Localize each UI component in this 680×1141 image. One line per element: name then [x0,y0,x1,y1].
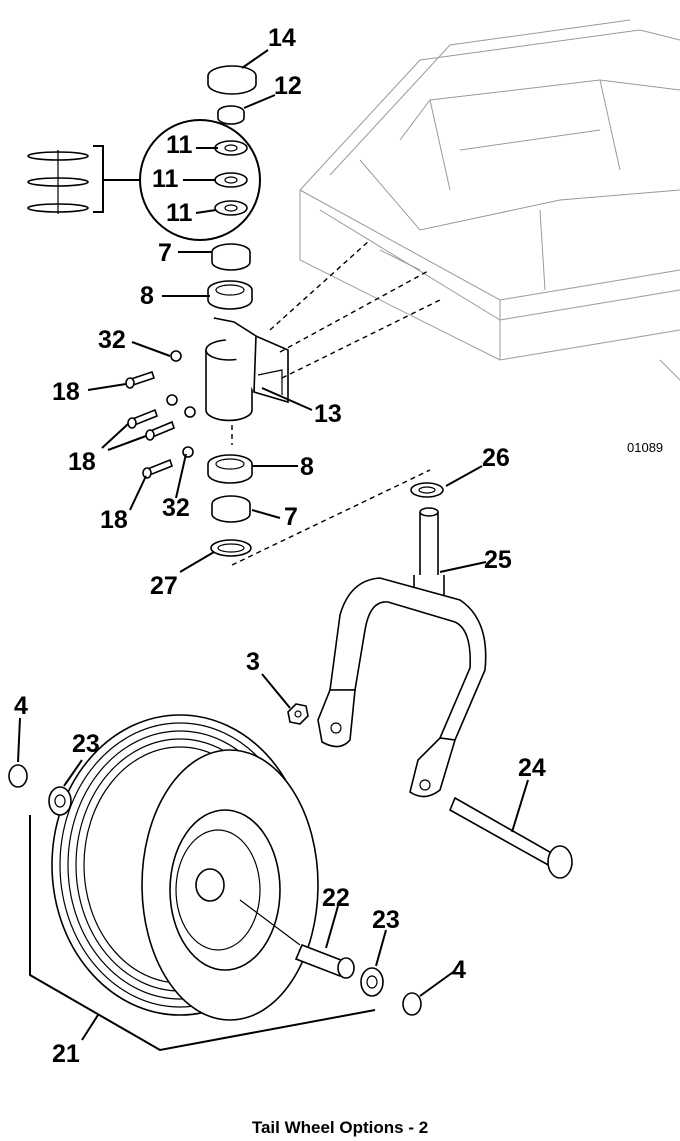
leader-lines [17,49,529,1041]
callout-11-a: 11 [166,131,193,159]
wheel-bearing-23 [48,786,384,997]
callout-8-upper: 8 [140,282,154,310]
callout-7-upper: 7 [158,239,172,267]
wheel-rim [169,809,281,971]
callout-21: 21 [52,1040,80,1068]
caster-mount-bracket [205,317,289,422]
bearing-cup-upper [207,280,253,310]
callout-24: 24 [518,754,546,782]
bearing-cup-lower [207,454,253,484]
wheel-spacer-22 [294,943,355,979]
carriage-bolts [125,370,175,479]
callout-22: 22 [322,884,350,912]
callout-labels: 14 12 11 11 11 7 8 32 18 13 18 18 32 8 7… [14,24,546,1068]
callout-12: 12 [274,72,302,100]
spacer-washer [214,140,248,216]
alignment-dashes [231,239,441,566]
callout-4-left: 4 [14,692,28,720]
callout-26: 26 [482,444,510,472]
dust-cap [207,65,257,95]
axle-bolt-24 [448,796,573,879]
fork-shaft [413,507,445,606]
wheel-bracket-lines [29,815,376,1052]
bearing-upper [211,243,251,271]
spacer-side-view [27,145,140,214]
callout-14: 14 [268,24,296,52]
callout-18-b: 18 [68,448,96,476]
callout-23-left: 23 [72,730,100,758]
bearing-lower [211,495,251,523]
nut-3 [287,703,309,725]
bearing-sleeve-4 [8,764,422,1016]
callout-11-c: 11 [166,199,193,227]
callout-3: 3 [246,648,260,676]
caster-fork [317,577,487,798]
nut-12 [217,105,245,125]
flange-nuts [166,350,196,458]
mower-frame-outline [299,19,680,381]
callout-11-b: 11 [152,165,179,193]
callout-32-upper: 32 [98,326,126,354]
figure-code: 01089 [627,440,663,455]
callout-18-c: 18 [100,506,128,534]
callout-18-a: 18 [52,378,80,406]
callout-13: 13 [314,400,342,428]
spacer-26 [410,482,444,498]
callout-8-lower: 8 [300,453,314,481]
callout-23-right: 23 [372,906,400,934]
callout-32-lower: 32 [162,494,190,522]
seal-27 [210,539,252,557]
callout-27: 27 [150,572,178,600]
callout-7-lower: 7 [284,503,298,531]
callout-4-right: 4 [452,956,466,984]
figure-caption: Tail Wheel Options - 2 [251,1118,429,1137]
callout-25: 25 [484,546,512,574]
tail-wheel-exploded-diagram: 01089 [8,19,680,1068]
